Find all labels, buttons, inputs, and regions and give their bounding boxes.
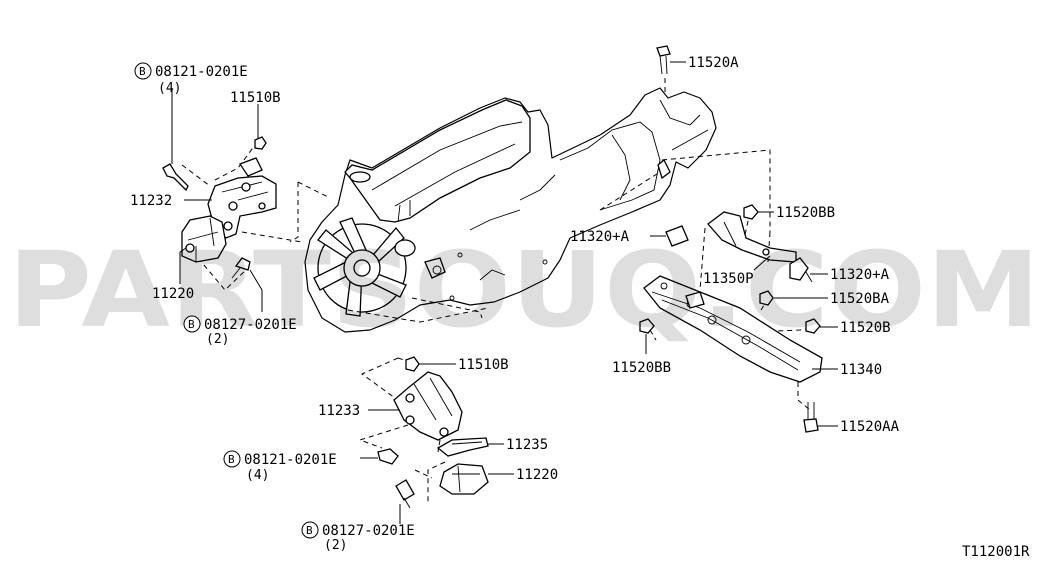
qty-mid-left: (2) (206, 332, 229, 347)
qty-lower-left: (4) (246, 468, 269, 483)
bolt-code-upper-left: B 08121-0201E (4) (134, 62, 248, 96)
label-08121-0201e-upper: 08121-0201E (155, 64, 248, 80)
part-labels: B 08121-0201E (4) 11510B 11232 11220 B 0… (130, 55, 1030, 560)
label-leader-lines (171, 61, 838, 524)
label-11233: 11233 (318, 403, 360, 419)
assembly-guide-lines (181, 78, 811, 505)
rear-mount-assembly-drawing (639, 45, 823, 433)
bolt-b-letter: B (228, 453, 235, 466)
label-11510b-upper: 11510B (230, 90, 281, 106)
label-11220-left: 11220 (152, 286, 194, 302)
cooling-fan-drawing (313, 217, 407, 317)
label-11340: 11340 (840, 362, 882, 378)
label-11520bb-upper: 11520BB (776, 205, 835, 221)
label-11520b: 11520B (840, 320, 891, 336)
right-engine-mount-drawing (377, 356, 489, 509)
bolt-code-mid-left: B 08127-0201E (2) (183, 315, 297, 347)
label-11350p: 11350P (703, 271, 754, 287)
bolt-b-letter: B (188, 318, 195, 331)
qty-bottom: (2) (324, 538, 347, 553)
label-11520ba: 11520BA (830, 291, 890, 307)
label-11510b-lower: 11510B (458, 357, 509, 373)
bolt-b-marker (183, 315, 201, 333)
label-11520bb-lower: 11520BB (612, 360, 671, 376)
label-11320a-left: 11320+A (570, 229, 630, 245)
label-11235: 11235 (506, 437, 548, 453)
bolt-b-letter: B (306, 524, 313, 537)
engine-assembly-drawing (304, 87, 717, 333)
bolt-b-marker (301, 521, 319, 539)
bolt-code-bottom: B 08127-0201E (2) (301, 521, 415, 553)
label-11220-lower: 11220 (516, 467, 558, 483)
left-engine-mount-drawing (162, 136, 277, 279)
qty-upper-left: (4) (158, 81, 181, 96)
label-11232: 11232 (130, 193, 172, 209)
label-08127-0201e-mid: 08127-0201E (204, 317, 297, 333)
label-11320a-right: 11320+A (830, 267, 890, 283)
bolt-b-marker (223, 450, 241, 468)
figure-code: T112001R (962, 544, 1030, 560)
bolt-code-lower-left: B 08121-0201E (4) (223, 450, 337, 483)
label-08121-0201e-lower: 08121-0201E (244, 452, 337, 468)
label-08127-0201e-bottom: 08127-0201E (322, 523, 415, 539)
label-11520aa: 11520AA (840, 419, 900, 435)
bolt-b-marker (134, 62, 152, 80)
label-11520a: 11520A (688, 55, 739, 71)
bolt-b-letter: B (139, 65, 146, 78)
watermark-text: PARTSOUQ.COM (8, 229, 1040, 351)
